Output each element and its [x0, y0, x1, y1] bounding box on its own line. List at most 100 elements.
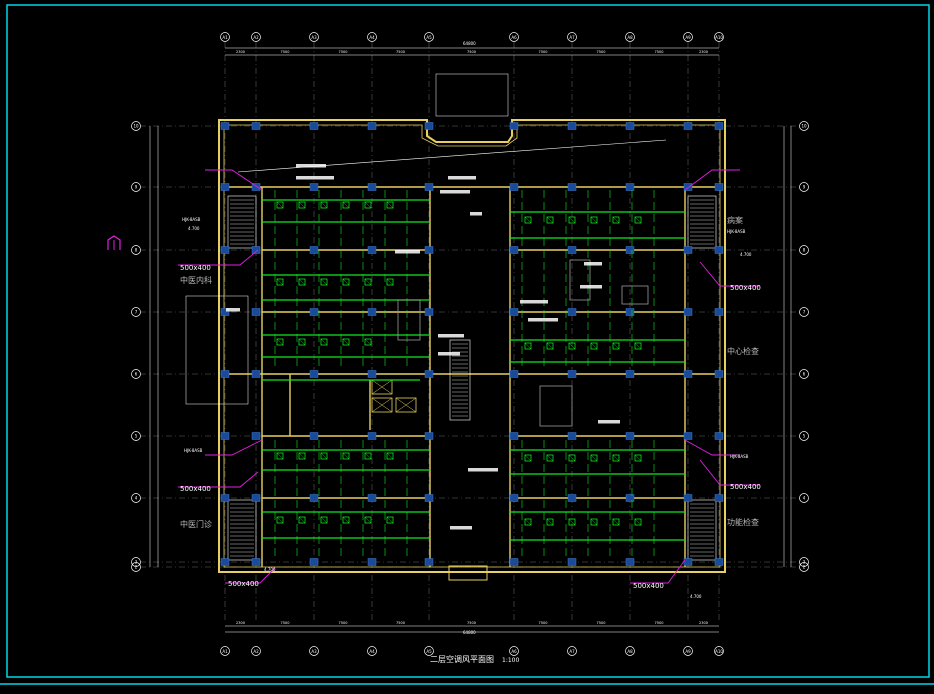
grid-bubble-top	[714, 32, 724, 42]
shaft-box	[395, 397, 417, 413]
diffuser-cross	[568, 454, 576, 462]
grid-bubble-top	[309, 32, 319, 42]
shaft-cross	[371, 397, 393, 413]
column	[309, 432, 319, 440]
air-diffuser	[298, 201, 306, 209]
column	[567, 558, 577, 566]
annotation-leader	[205, 439, 263, 456]
diffuser-cross	[276, 278, 284, 286]
air-diffuser	[546, 454, 554, 462]
stair-block	[449, 339, 471, 421]
grid-axis-label-top: A8	[627, 35, 633, 40]
column	[251, 308, 261, 316]
column	[220, 370, 230, 378]
column	[251, 122, 261, 130]
diffuser-cross	[590, 216, 598, 224]
dimension-text-top: 2300	[236, 50, 245, 54]
stair-outline	[449, 339, 471, 421]
column	[509, 432, 519, 440]
air-diffuser	[612, 518, 620, 526]
stair-block	[227, 499, 257, 561]
air-diffuser	[298, 278, 306, 286]
annotation-leader	[699, 459, 760, 486]
column	[309, 558, 319, 566]
grid-bubble-left	[131, 557, 141, 567]
diffuser-cross	[320, 452, 328, 460]
diffuser-cross	[546, 342, 554, 350]
grid-axis-label-right: 9	[803, 185, 806, 190]
grid-bubble-top	[251, 32, 261, 42]
diffuser-cross	[386, 201, 394, 209]
dimension-text-top: 7500	[396, 50, 405, 54]
column	[509, 370, 519, 378]
text-strip	[438, 334, 464, 338]
room-label-gongneng-jiancha: 功能检查	[727, 517, 759, 527]
air-diffuser	[590, 518, 598, 526]
equipment-block	[397, 299, 421, 341]
duct-size-tag: 500x400	[730, 483, 761, 491]
column	[220, 122, 230, 130]
air-diffuser	[524, 454, 532, 462]
text-strip	[296, 176, 334, 180]
grid-bubble-bottom	[220, 646, 230, 656]
column	[220, 308, 230, 316]
grid-bubble-bottom	[509, 646, 519, 656]
air-diffuser	[546, 342, 554, 350]
diffuser-cross	[342, 452, 350, 460]
column	[251, 246, 261, 254]
duct-network	[262, 190, 685, 560]
column	[714, 432, 724, 440]
diffuser-cross	[298, 452, 306, 460]
air-diffuser	[524, 216, 532, 224]
grid-axis-label-bottom: A7	[569, 649, 575, 654]
elevation-tag: 4.700	[740, 252, 752, 257]
grid-axis-label-bottom: A5	[426, 649, 432, 654]
annotation-leader	[178, 249, 259, 266]
diffuser-cross	[634, 454, 642, 462]
dimension-text-bottom: 7500	[396, 621, 405, 625]
diffuser-cross	[276, 452, 284, 460]
grid-axis-label-left: 10	[133, 124, 139, 129]
annotation-leader	[699, 261, 760, 287]
grid-axis-label-bottom: A2	[253, 649, 259, 654]
air-diffuser	[364, 201, 372, 209]
grid-bubble-left	[131, 431, 141, 441]
diffuser-cross	[590, 342, 598, 350]
column	[714, 494, 724, 502]
grid-axis-label-left: 7	[135, 310, 138, 315]
column	[625, 246, 635, 254]
text-strip	[528, 318, 558, 322]
dimension-text-top: 7500	[467, 50, 476, 54]
diffuser-cross	[298, 278, 306, 286]
equipment-block	[539, 385, 573, 427]
diffuser-cross	[546, 454, 554, 462]
column	[567, 246, 577, 254]
column	[625, 308, 635, 316]
shaft-cross	[371, 379, 393, 395]
diffuser-cross	[524, 454, 532, 462]
text-strip	[395, 250, 420, 254]
grid-bubble-right	[799, 369, 809, 379]
north-arrow-shape	[107, 235, 121, 250]
column	[509, 246, 519, 254]
grid-axis-label-left: 6	[135, 372, 138, 377]
unit-tag: HJK-8ASB	[182, 217, 201, 222]
column	[367, 122, 377, 130]
grid-axis-label-right: 3	[803, 560, 806, 565]
dimension-text-top: 7500	[281, 50, 290, 54]
column	[625, 558, 635, 566]
grid-bubble-left	[131, 307, 141, 317]
text-strip	[598, 420, 620, 424]
air-diffuser	[364, 452, 372, 460]
elevation-tag: 4.700	[188, 226, 200, 231]
stair-outline	[687, 195, 717, 249]
air-diffuser	[524, 518, 532, 526]
air-diffuser	[298, 452, 306, 460]
air-diffuser	[276, 338, 284, 346]
column	[424, 246, 434, 254]
grid-axis-label-left: 3	[135, 560, 138, 565]
grid-bubble-left	[131, 562, 141, 572]
column	[625, 183, 635, 191]
